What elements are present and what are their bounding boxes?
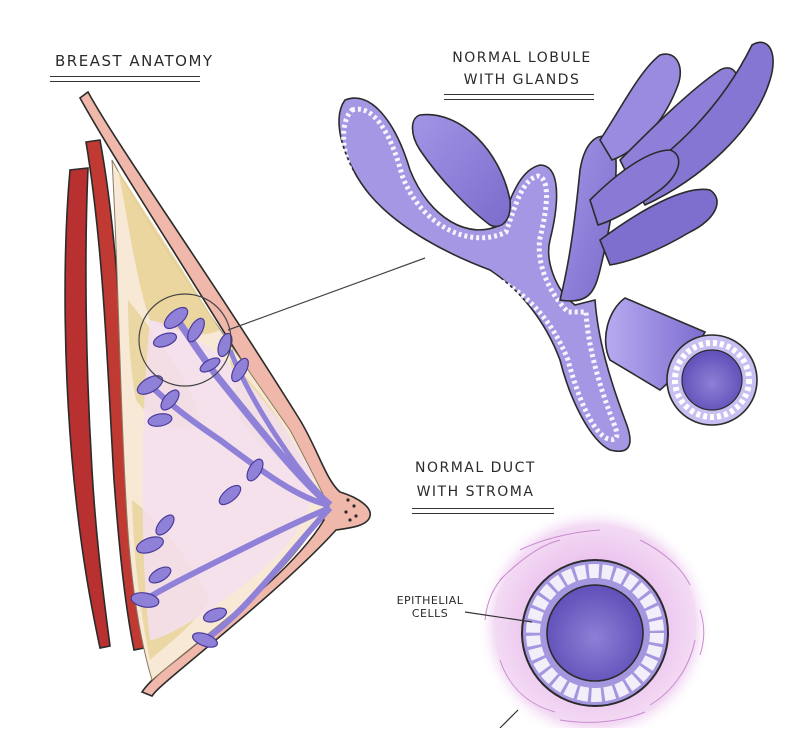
lobule-title-line1: NORMAL LOBULE (452, 50, 592, 66)
epithelial-ring (526, 564, 664, 702)
stroma-leader-line (499, 709, 519, 729)
nipple-dots (344, 498, 358, 522)
duct-title-line2: WITH STROMA (416, 484, 535, 500)
gland-lobe-4 (599, 188, 718, 266)
lobule-title-line2: WITH GLANDS (463, 72, 581, 88)
lobule-underline-1 (444, 94, 594, 95)
fat-lobe-upper (118, 170, 220, 335)
lobule-cluster-e (192, 458, 264, 648)
duct-underline-2 (412, 513, 554, 514)
gland-left-lobe (411, 113, 511, 228)
ductal-tree (130, 306, 333, 648)
lobule-underline-2 (444, 99, 594, 100)
duct-lumen (546, 584, 644, 682)
lobule-cluster-b (136, 375, 180, 427)
breast-anatomy-figure (64, 90, 426, 697)
lobule-cluster-a (152, 306, 205, 348)
duct-underline-1 (412, 508, 554, 509)
lobule-cluster-d (130, 514, 175, 608)
gland-lobe-5 (589, 149, 680, 226)
glandular-zone (142, 320, 313, 640)
chest-muscle-outer (64, 167, 111, 649)
breast-anatomy-underline-2 (50, 81, 200, 82)
lobule-epithelial-lining (341, 106, 620, 442)
epithelial-label-line2: CELLS (411, 607, 449, 620)
duct-cross-section (666, 334, 758, 426)
lobule-cluster-c (199, 332, 249, 383)
duct-stroma-figure (464, 507, 713, 732)
duct-title-line1: NORMAL DUCT (415, 460, 536, 476)
normal-lobule-figure (338, 41, 774, 452)
zoom-leader-line (227, 257, 426, 331)
breast-anatomy-title: BREAST ANATOMY (55, 52, 214, 70)
epithelial-label-line1: EPITHELIAL (396, 594, 464, 607)
breast-anatomy-underline-1 (50, 76, 200, 77)
zoom-circle (138, 293, 232, 387)
lobule-branching-duct (338, 97, 631, 452)
epithelial-leader-line (464, 611, 533, 623)
